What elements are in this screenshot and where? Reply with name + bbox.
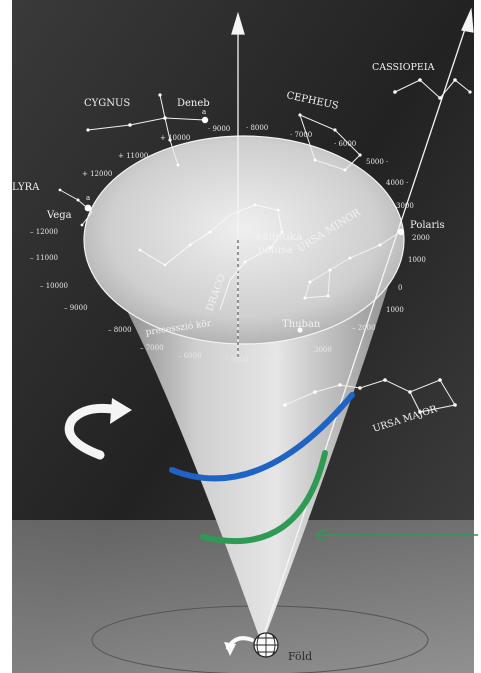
- ring-num-minus-4000: · 4000: [262, 354, 284, 362]
- green-pointer-arrowhead: [314, 527, 327, 543]
- ring-num-minus-2000: – 2000: [352, 324, 376, 332]
- ring-num-6000: · 6000: [334, 140, 356, 148]
- ring-num-minus-6000: – 6000: [178, 352, 202, 360]
- ring-num-5000: 5000 ·: [366, 158, 388, 166]
- label-ecliptic-pole-1: ekliptika: [256, 231, 302, 243]
- label-alpha-deneb: a: [202, 108, 206, 116]
- label-cassiopeia: CASSIOPEIA: [372, 62, 435, 73]
- label-cygnus: CYGNUS: [84, 98, 130, 109]
- star-thuban: [297, 327, 303, 333]
- precession-cone: [86, 232, 403, 645]
- axes: [231, 7, 474, 641]
- label-alpha-vega: a: [86, 194, 90, 202]
- ring-num-minus-1000: 1000: [386, 306, 404, 314]
- precession-ring-numbers: · 9000 · 8000 + 10000 + 11000 + 12000 · …: [30, 124, 430, 364]
- label-deneb: Deneb: [177, 98, 210, 109]
- ring-num-4000: 4000 ·: [386, 179, 408, 187]
- label-earth: Föld: [288, 650, 312, 663]
- ring-num-12000: + 12000: [82, 170, 112, 178]
- cone-top-ellipse: [83, 135, 405, 345]
- earth-axis-line: [261, 19, 469, 641]
- earth-globe-icon: [253, 632, 279, 658]
- label-polaris: Polaris: [410, 220, 445, 231]
- ring-num-minus-7000: – 7000: [140, 344, 164, 352]
- ring-num-1000: 1000: [408, 256, 426, 264]
- ring-num-11000: + 11000: [118, 152, 148, 160]
- star-vega: [84, 204, 92, 212]
- ring-num-0: 0: [398, 284, 402, 292]
- ring-num-minus-8000: – 8000: [108, 326, 132, 334]
- star-deneb: [201, 116, 209, 124]
- ring-num-9000: · 9000: [208, 125, 230, 133]
- ring-num-minus-9000: – 9000: [64, 304, 88, 312]
- ring-num-minus-12000: – 12000: [30, 228, 58, 236]
- ring-num-10000: + 10000: [160, 134, 190, 142]
- ring-num-3000: 3000: [396, 202, 414, 210]
- ring-num-8000: · 8000: [246, 124, 268, 132]
- rotation-arrow-icon: [64, 403, 123, 460]
- ring-num-7000: · 7000: [290, 131, 312, 139]
- rotation-arrowhead-icon: [110, 398, 132, 424]
- earth-axis-arrowhead: [461, 7, 474, 33]
- ecliptic-axis-arrowhead: [231, 11, 245, 35]
- label-lyra: LYRA: [12, 182, 40, 193]
- label-ecliptic-pole-2: pólusa: [258, 244, 293, 256]
- ring-num-minus-5000: · 5000: [226, 356, 248, 364]
- ring-num-minus-11000: – 11000: [30, 254, 58, 262]
- ring-num-2000: 2000: [412, 234, 430, 242]
- ring-num-minus-10000: – 10000: [40, 282, 68, 290]
- label-vega: Vega: [46, 210, 72, 221]
- ring-num-minus-3000: 3000: [314, 346, 332, 354]
- label-thuban: Thuban: [282, 319, 321, 330]
- blue-precession-band: [169, 392, 355, 482]
- star-polaris: [397, 228, 405, 236]
- stars: [58, 78, 472, 414]
- green-precession-band: [200, 450, 328, 544]
